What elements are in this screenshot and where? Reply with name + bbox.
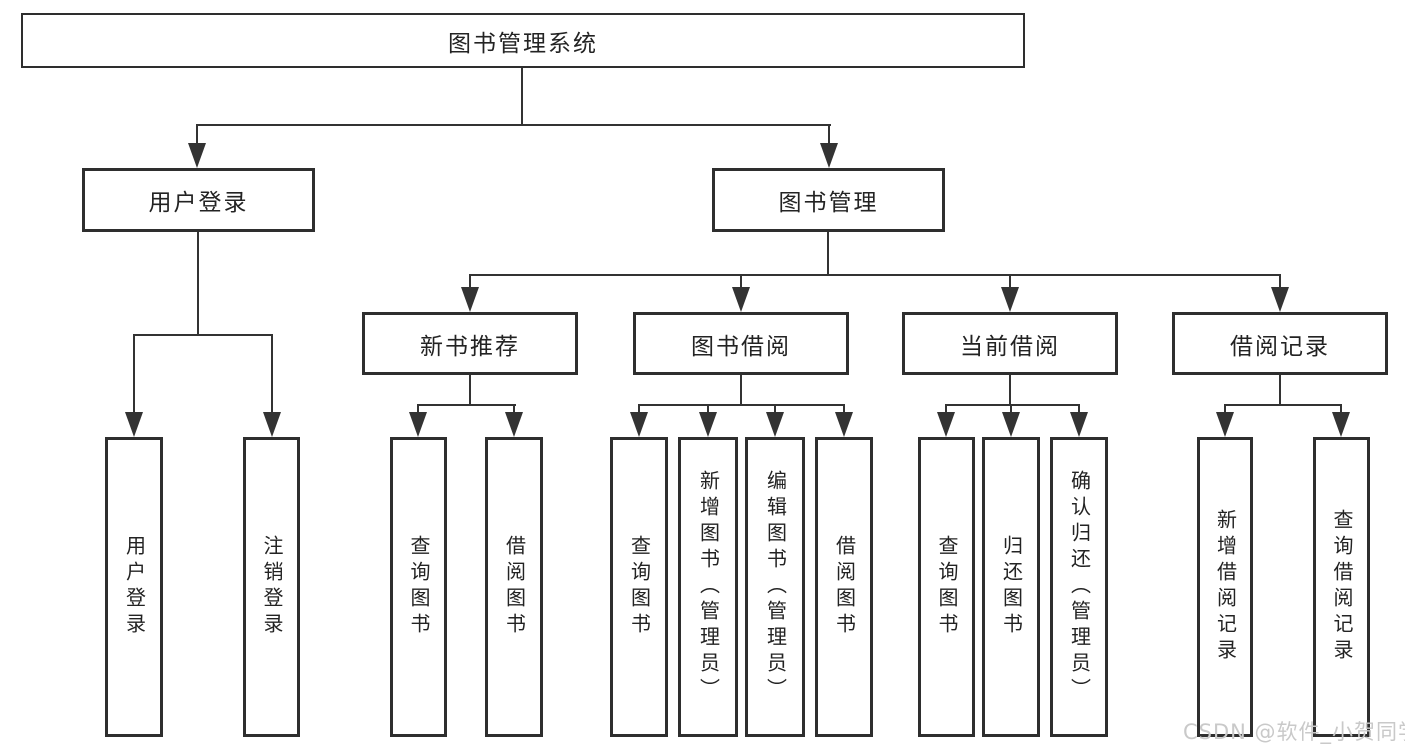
node-new-book-recommendation: 新书推荐 [362, 312, 578, 375]
connector-vline [513, 404, 515, 418]
connector-vline [469, 375, 471, 406]
connector-vline [945, 404, 947, 418]
connector-arrowhead [835, 412, 853, 437]
connector-arrowhead [1070, 412, 1088, 437]
node-leaf-query-books-borrow: 查询图书 [610, 437, 668, 737]
connector-arrowhead [1001, 287, 1019, 312]
connector-vline [827, 232, 829, 276]
connector-vline [1009, 375, 1011, 406]
connector-hline [417, 404, 516, 406]
connector-arrowhead [1271, 287, 1289, 312]
connector-hline [196, 124, 831, 126]
connector-vline [774, 404, 776, 418]
node-leaf-user-login: 用户登录 [105, 437, 163, 737]
connector-arrowhead [125, 412, 143, 437]
connector-arrowhead [1332, 412, 1350, 437]
connector-vline [417, 404, 419, 418]
node-leaf-confirm-return-admin: 确认归还（管理员） [1050, 437, 1108, 737]
connector-vline [469, 274, 471, 290]
connector-vline [707, 404, 709, 418]
connector-arrowhead [820, 143, 838, 168]
node-user-login: 用户登录 [82, 168, 315, 232]
connector-vline [271, 334, 273, 416]
connector-hline [469, 274, 1281, 276]
connector-vline [740, 274, 742, 290]
connector-arrowhead [732, 287, 750, 312]
connector-hline [1224, 404, 1342, 406]
connector-arrowhead [699, 412, 717, 437]
node-leaf-return-books: 归还图书 [982, 437, 1040, 737]
connector-hline [133, 334, 273, 336]
connector-arrowhead [505, 412, 523, 437]
connector-vline [196, 124, 198, 148]
connector-arrowhead [188, 143, 206, 168]
connector-arrowhead [1002, 412, 1020, 437]
connector-vline [1224, 404, 1226, 418]
connector-arrowhead [1216, 412, 1234, 437]
connector-arrowhead [409, 412, 427, 437]
connector-vline [1010, 404, 1012, 418]
connector-vline [740, 375, 742, 406]
node-leaf-add-borrow-record: 新增借阅记录 [1197, 437, 1253, 737]
connector-arrowhead [461, 287, 479, 312]
node-leaf-borrow-books: 借阅图书 [815, 437, 873, 737]
connector-vline [133, 334, 135, 416]
connector-arrowhead [263, 412, 281, 437]
connector-vline [521, 68, 523, 126]
node-leaf-edit-books-admin: 编辑图书（管理员） [745, 437, 805, 737]
node-book-management: 图书管理 [712, 168, 945, 232]
node-library-management-system: 图书管理系统 [21, 13, 1025, 68]
connector-vline [1009, 274, 1011, 290]
connector-hline [638, 404, 845, 406]
node-borrowing-records: 借阅记录 [1172, 312, 1388, 375]
node-leaf-query-books-rec: 查询图书 [390, 437, 447, 737]
node-leaf-logout: 注销登录 [243, 437, 300, 737]
connector-arrowhead [630, 412, 648, 437]
node-book-borrowing: 图书借阅 [633, 312, 849, 375]
connector-vline [197, 232, 199, 336]
connector-arrowhead [937, 412, 955, 437]
connector-vline [843, 404, 845, 418]
connector-hline [945, 404, 1080, 406]
node-current-borrowing: 当前借阅 [902, 312, 1118, 375]
connector-vline [828, 124, 830, 148]
node-leaf-borrow-books-rec: 借阅图书 [485, 437, 543, 737]
node-leaf-add-books-admin: 新增图书（管理员） [678, 437, 738, 737]
connector-arrowhead [766, 412, 784, 437]
watermark: CSDN @软件_小贺同学 [1183, 720, 1405, 744]
connector-vline [1078, 404, 1080, 418]
connector-vline [1340, 404, 1342, 418]
node-leaf-query-books-current: 查询图书 [918, 437, 975, 737]
connector-vline [1279, 375, 1281, 406]
connector-vline [1279, 274, 1281, 290]
node-leaf-query-borrow-record: 查询借阅记录 [1313, 437, 1370, 737]
connector-vline [638, 404, 640, 418]
